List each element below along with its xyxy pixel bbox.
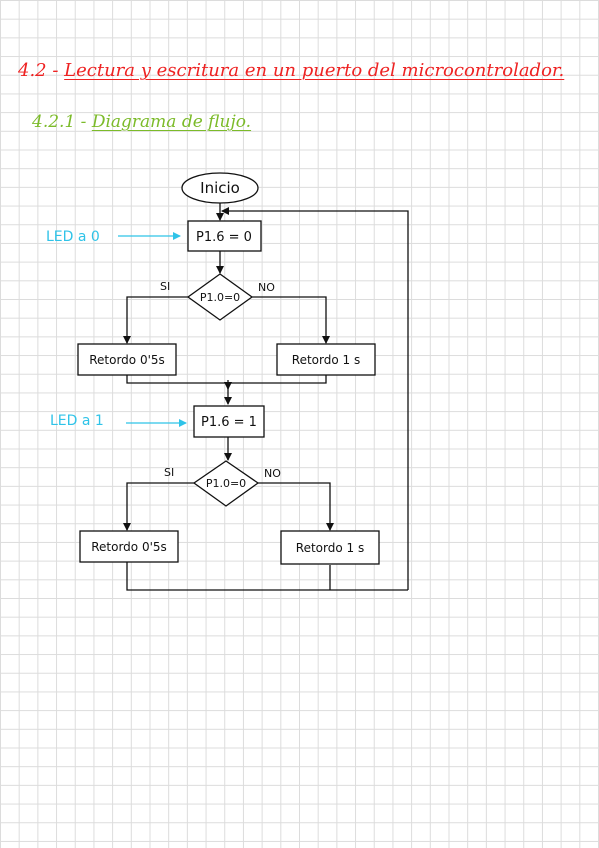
heading-number: 4.2 - — [18, 60, 59, 81]
decision-2-label: P1.0=0 — [206, 477, 246, 490]
yes-label-1: SI — [160, 280, 170, 293]
subheading-number: 4.2.1 - — [32, 112, 87, 132]
set-led-0-label: P1.6 = 0 — [196, 230, 252, 245]
process-delay-short-2 — [79, 530, 179, 563]
annotation-led-on: LED a 1 — [50, 413, 104, 429]
bottom-merge — [126, 562, 408, 591]
process-delay-long-2 — [280, 530, 380, 565]
decision-2 — [192, 460, 260, 507]
delay-short-2-label: Retordo 0'5s — [91, 540, 167, 554]
subheading-title: Diagrama de flujo. — [91, 112, 252, 132]
page-heading: 4.2 - Lectura y escritura en un puerto d… — [18, 60, 564, 81]
connectors — [123, 203, 409, 591]
page-subheading: 4.2.1 - Diagrama de flujo. — [32, 112, 251, 132]
set-led-1-label: P1.6 = 1 — [201, 415, 257, 430]
branch-yes-2 — [123, 482, 194, 531]
no-label-2: NO — [264, 467, 281, 480]
heading-title: Lectura y escritura en un puerto del mic… — [64, 60, 565, 81]
branch-no-2 — [258, 482, 334, 531]
delay-long-2-label: Retordo 1 s — [296, 541, 364, 555]
loop-back-line — [221, 207, 409, 590]
start-terminal — [181, 172, 259, 204]
yes-label-2: SI — [164, 466, 174, 479]
branch-no-1 — [252, 296, 330, 344]
merge-1 — [126, 375, 327, 384]
decision-1 — [186, 273, 254, 321]
decision-1-label: P1.0=0 — [200, 291, 240, 304]
delay-short-1-label: Retordo 0'5s — [89, 353, 165, 367]
process-delay-long-1 — [276, 343, 376, 376]
process-set-led-1 — [193, 405, 265, 438]
start-label: Inicio — [200, 179, 240, 197]
branch-yes-1 — [123, 296, 188, 344]
process-set-led-0 — [187, 220, 262, 252]
no-label-1: NO — [258, 281, 275, 294]
delay-long-1-label: Retordo 1 s — [292, 353, 360, 367]
process-delay-short-1 — [77, 343, 177, 376]
annotation-led-off: LED a 0 — [46, 229, 100, 245]
